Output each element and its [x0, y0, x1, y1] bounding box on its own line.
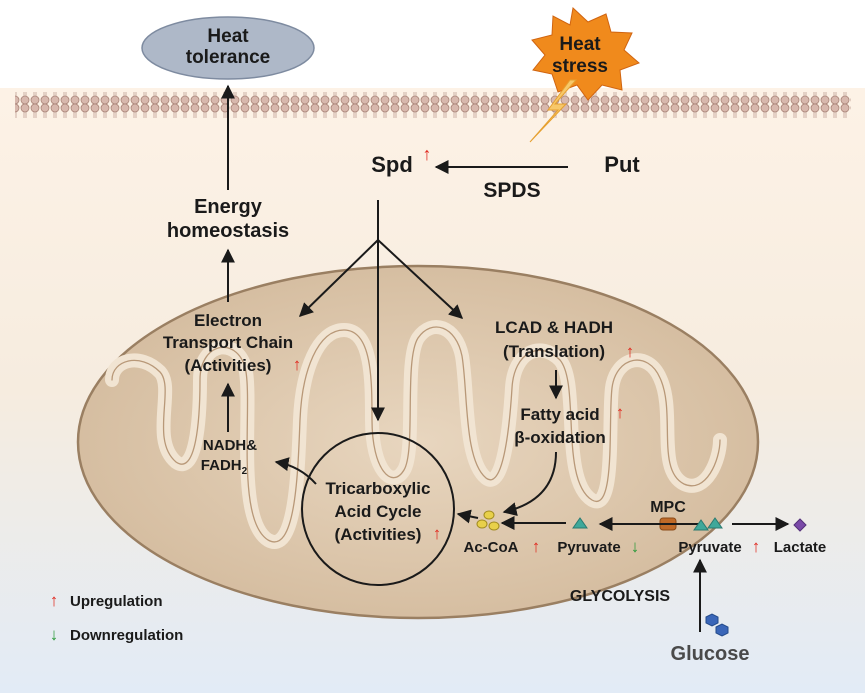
tca-cycle-circle: [301, 432, 455, 586]
glucose-molecule-icon: [715, 623, 729, 637]
accoa-molecule-icon: [476, 519, 488, 529]
heat-stress-line2: stress: [552, 56, 608, 77]
nadh-line1: NADH&: [203, 437, 257, 454]
legend-down-label: Downregulation: [70, 627, 183, 644]
fatty-acid-line1: Fatty acid: [520, 405, 599, 424]
lactate-label: Lactate: [774, 539, 827, 556]
fadh-text: FADH: [201, 457, 242, 474]
legend-down-symbol: ↓: [50, 625, 59, 644]
nadh-line2: FADH2: [201, 457, 248, 477]
tca-line2: Acid Cycle: [335, 502, 422, 521]
lightning-bolt-icon: [529, 79, 578, 143]
glucose-molecule-icon: [705, 613, 719, 627]
mpc-label: MPC: [650, 499, 686, 516]
tca-line1: Tricarboxylic: [326, 479, 431, 498]
legend-up-label: Upregulation: [70, 593, 163, 610]
lcad-up-arrow: ↑: [626, 342, 635, 361]
pyruvate-outer-up-arrow: ↑: [752, 537, 761, 556]
glycolysis-label: GLYCOLYSIS: [570, 588, 671, 605]
fatty-acid-line2: β-oxidation: [514, 428, 606, 447]
heat-tolerance-ellipse: [141, 16, 315, 80]
tca-line3: (Activities): [335, 525, 422, 544]
lactate-molecule-icon: [793, 518, 807, 532]
glucose-label: Glucose: [671, 643, 750, 665]
spds-label: SPDS: [483, 179, 540, 202]
legend-up-symbol: ↑: [50, 591, 59, 610]
cell-membrane: [15, 92, 851, 118]
energy-homeostasis-line1: Energy: [194, 196, 263, 218]
pyruvate-down-arrow: ↓: [631, 537, 640, 556]
heat-tolerance-line2: tolerance: [186, 47, 270, 68]
etc-up-arrow: ↑: [293, 355, 302, 374]
cristae-outline: [111, 326, 721, 543]
lcad-line1: LCAD & HADH: [495, 318, 613, 337]
accoa-molecule-icon: [488, 521, 500, 531]
fatty-acid-to-accoa-arrow: [502, 451, 557, 516]
outside-cell: [0, 0, 865, 88]
spd-to-etc-arrow: [298, 239, 379, 317]
heat-stress-burst: [531, 7, 640, 101]
lcad-line2: (Translation): [503, 342, 605, 361]
etc-line1: Electron: [194, 311, 262, 330]
energy-homeostasis-line2: homeostasis: [167, 220, 289, 242]
put-label: Put: [604, 152, 640, 177]
spd-to-lcad-arrow: [377, 239, 464, 319]
spd-label: Spd: [371, 152, 413, 177]
accoa-molecule-icon: [483, 510, 495, 520]
accoa-label: Ac-CoA: [464, 539, 519, 556]
spd-up-arrow: ↑: [423, 144, 432, 164]
accoa-to-tca-arrow: [456, 509, 479, 524]
mitochondrion-outer-membrane: [76, 264, 760, 620]
heat-stress-line1: Heat: [559, 34, 601, 55]
pyruvate-outer-label: Pyruvate: [678, 539, 741, 556]
accoa-up-arrow: ↑: [532, 537, 541, 556]
etc-line3: (Activities): [185, 356, 272, 375]
heat-tolerance-line1: Heat: [207, 26, 249, 47]
tca-to-nadh-arrow: [274, 457, 317, 485]
pyruvate-cytosol-icon: [707, 517, 723, 529]
fatty-acid-up-arrow: ↑: [616, 403, 625, 422]
etc-line2: Transport Chain: [163, 333, 293, 352]
pyruvate-inner-label: Pyruvate: [557, 539, 620, 556]
pyruvate-cytosol-icon: [693, 519, 709, 531]
fadh-subscript: 2: [242, 466, 248, 477]
tca-up-arrow: ↑: [433, 524, 442, 543]
pyruvate-molecule-icon: [572, 517, 588, 529]
